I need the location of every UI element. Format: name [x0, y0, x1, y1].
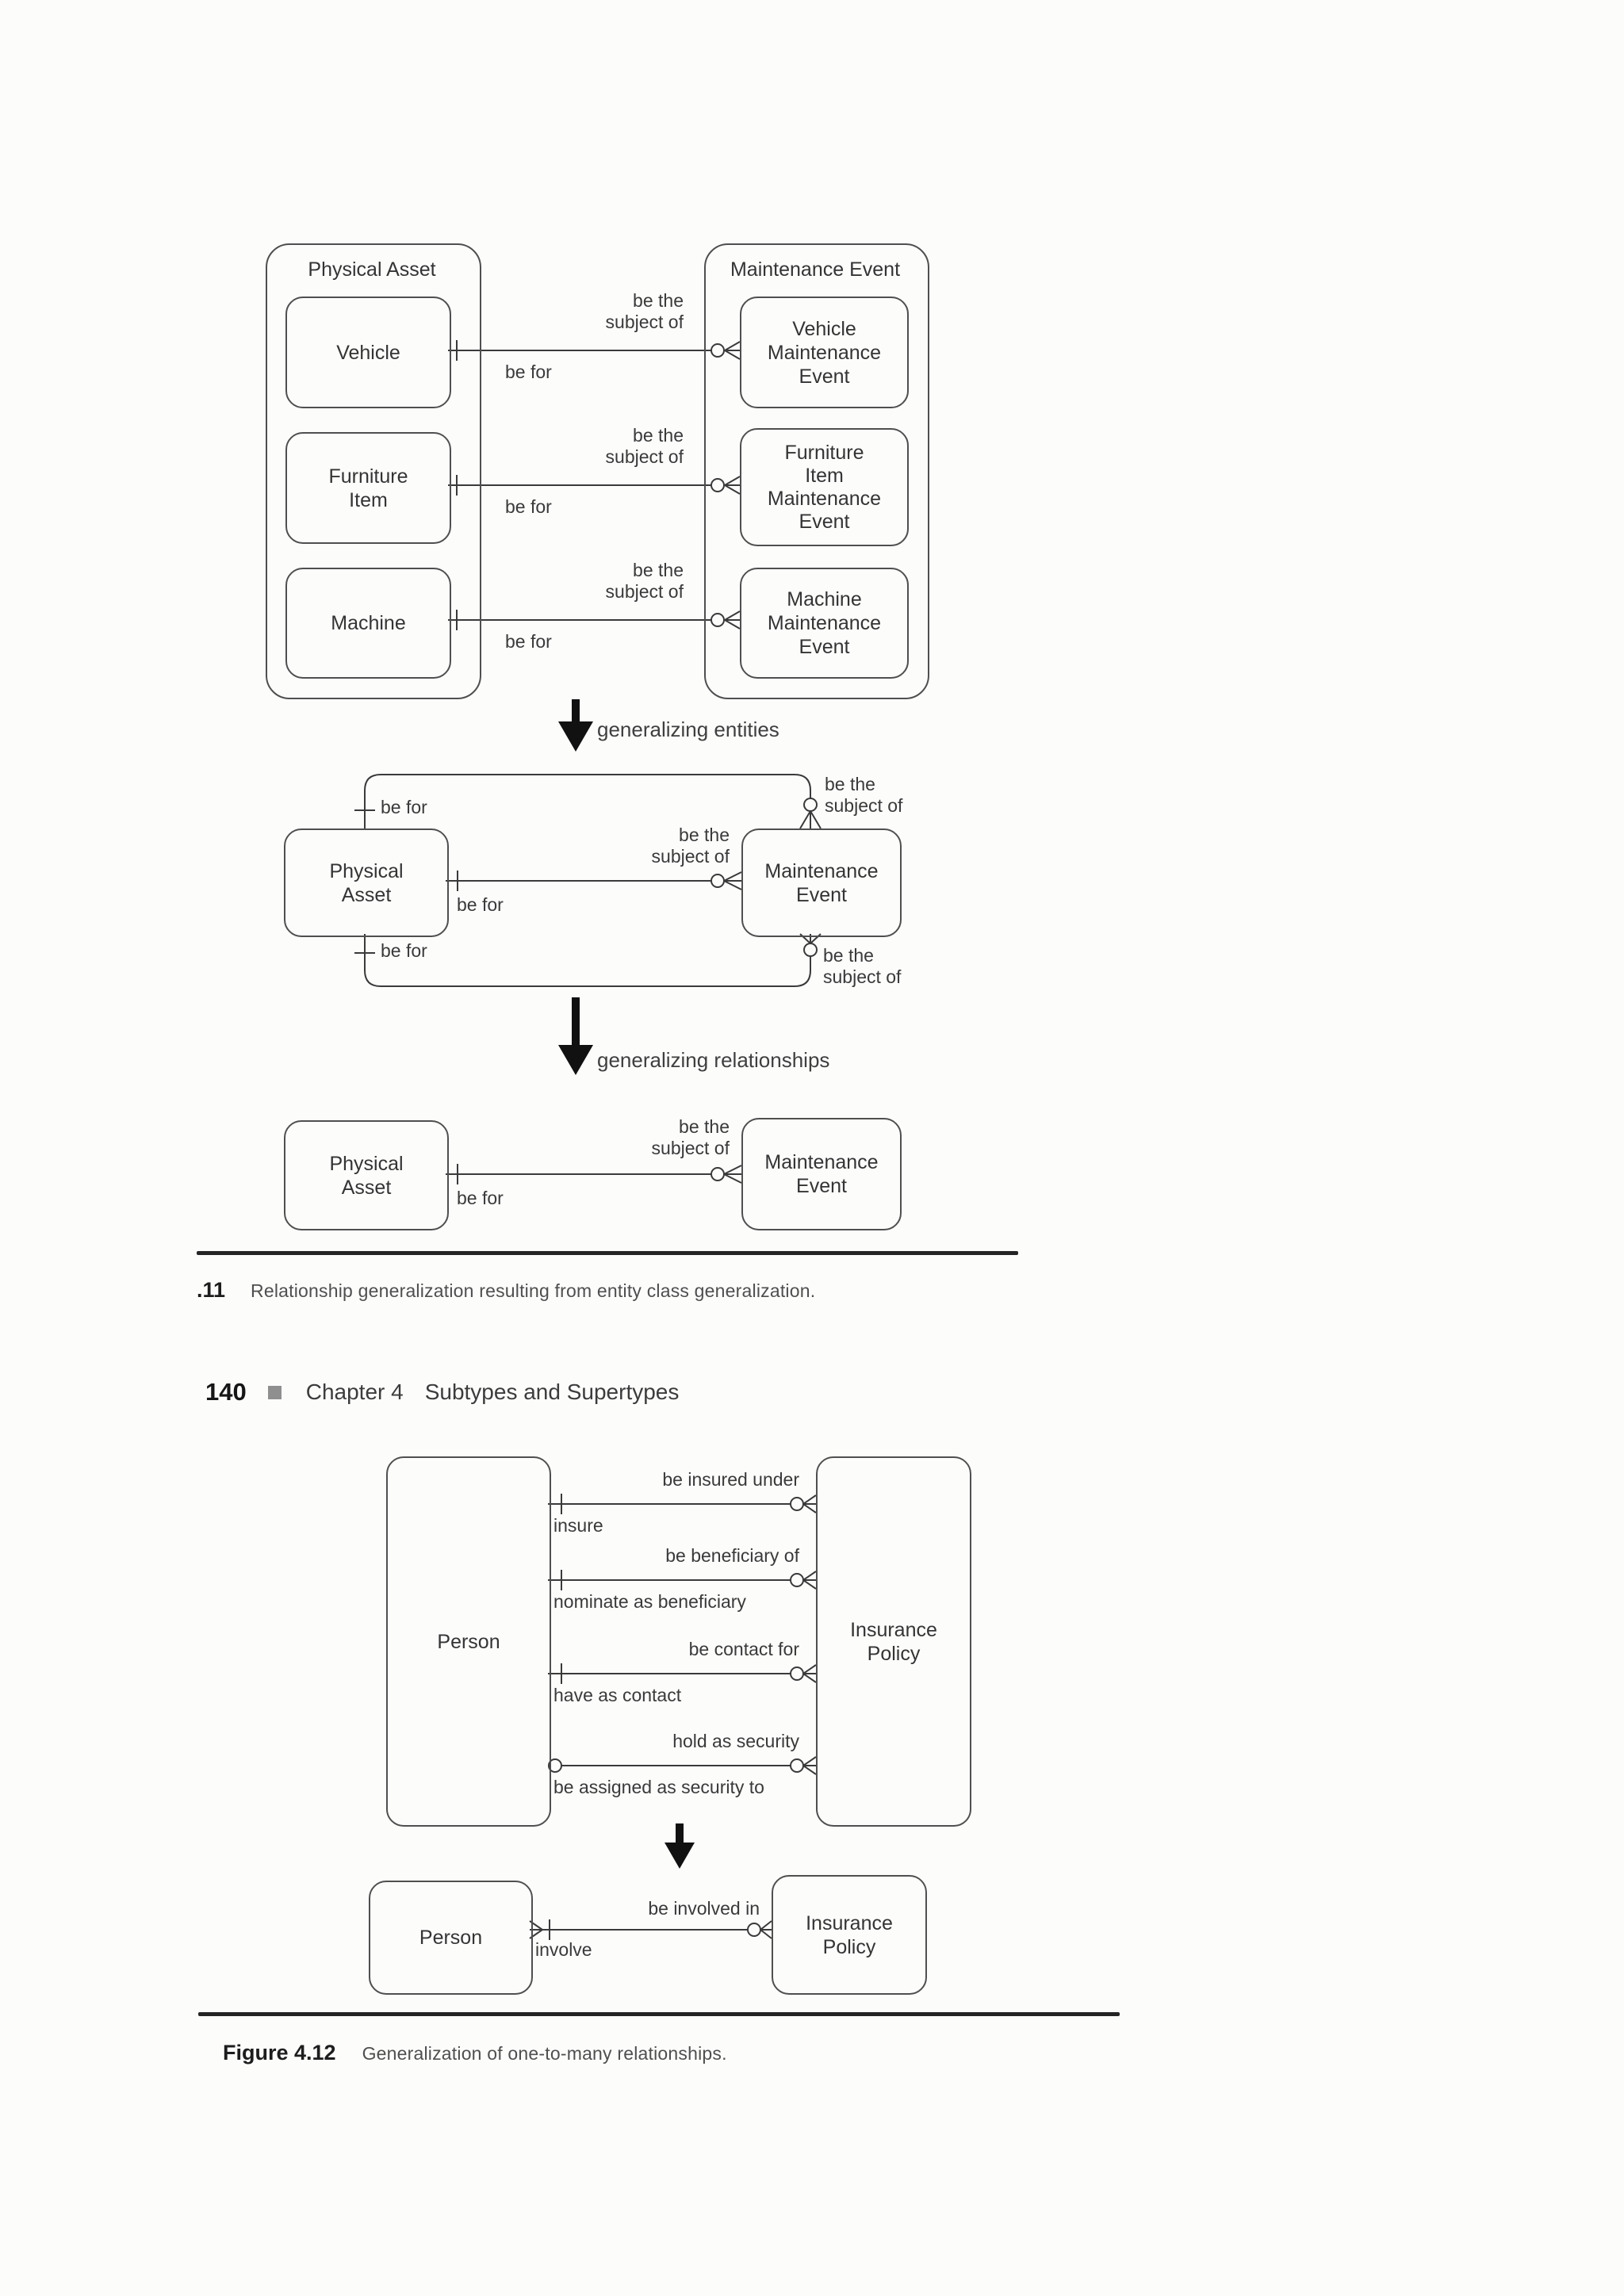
relationship-label: be involved in	[648, 1898, 760, 1919]
section-bullet-icon	[267, 1385, 282, 1399]
figure-4-11-caption-number: .11	[197, 1278, 226, 1302]
maintenance-event-container	[704, 243, 929, 699]
physical-asset-entity-box: Physical Asset	[284, 1120, 449, 1230]
physical-asset-container	[266, 243, 481, 699]
verb-label: be for	[505, 362, 552, 382]
figure-4-12-caption-number: Figure 4.12	[223, 2041, 336, 2064]
verb-label: be for	[381, 797, 427, 817]
figure-4-11-caption: .11 Relationship generalization resultin…	[197, 1278, 815, 1303]
figure-divider-rule	[197, 1251, 1018, 1255]
verb-label: be for	[381, 940, 427, 961]
insurance-policy-entity-box: Insurance Policy	[772, 1875, 927, 1995]
figure-4-12-caption: Figure 4.12 Generalization of one-to-man…	[223, 2041, 727, 2065]
cardinality-label: be the subject of	[605, 425, 684, 467]
cardinality-label: be the subject of	[651, 825, 730, 867]
insurance-policy-entity-box: Insurance Policy	[816, 1456, 971, 1827]
generalizing-entities-label: generalizing entities	[597, 718, 779, 741]
cardinality-label: be the subject of	[651, 1116, 730, 1158]
physical-asset-entity-box: Physical Asset	[284, 828, 449, 937]
relationship-label: involve	[535, 1939, 592, 1960]
down-arrow-icon	[558, 699, 593, 752]
relationship-label: be insured under	[662, 1469, 799, 1490]
machine-maintenance-event-entity-box: Machine Maintenance Event	[740, 568, 909, 679]
generalizing-relationships-label: generalizing relationships	[597, 1048, 830, 1072]
page-header: 140 Chapter 4 Subtypes and Supertypes	[205, 1378, 679, 1406]
relationship-label: hold as security	[672, 1731, 799, 1751]
person-entity-box: Person	[369, 1881, 533, 1995]
cardinality-label: be the subject of	[605, 290, 684, 332]
maintenance-event-entity-box: Maintenance Event	[741, 828, 902, 937]
physical-asset-container-title: Physical Asset	[308, 258, 436, 281]
fig412-bottom-connectors	[529, 1919, 772, 1940]
cardinality-label: be the subject of	[825, 774, 903, 816]
cardinality-label: be the subject of	[605, 560, 684, 602]
relationship-label: have as contact	[553, 1685, 682, 1705]
relationship-label: insure	[553, 1515, 603, 1536]
verb-label: be for	[505, 631, 552, 652]
page-number: 140	[205, 1378, 247, 1406]
chapter-label: Chapter 4	[305, 1380, 404, 1404]
vehicle-entity-box: Vehicle	[285, 297, 451, 408]
fig411-top-connectors	[448, 340, 741, 630]
maintenance-event-entity-box: Maintenance Event	[741, 1118, 902, 1230]
relationship-label: be beneficiary of	[665, 1545, 799, 1566]
fig411-bottom-connectors	[446, 1164, 742, 1184]
figure-4-12-caption-text: Generalization of one-to-many relationsh…	[362, 2043, 727, 2064]
person-entity-box: Person	[386, 1456, 551, 1827]
maintenance-event-container-title: Maintenance Event	[730, 258, 901, 281]
fig412-top-connectors	[548, 1494, 817, 1775]
relationship-label: nominate as beneficiary	[553, 1591, 746, 1612]
verb-label: be for	[505, 496, 552, 517]
machine-entity-box: Machine	[285, 568, 451, 679]
relationship-label: be assigned as security to	[553, 1777, 764, 1797]
transform-arrows	[558, 699, 695, 1869]
vehicle-maintenance-event-entity-box: Vehicle Maintenance Event	[740, 297, 909, 408]
cardinality-label: be the subject of	[823, 945, 902, 987]
verb-label: be for	[457, 1188, 504, 1208]
furniture-item-maintenance-event-entity-box: Furniture Item Maintenance Event	[740, 428, 909, 546]
furniture-item-entity-box: Furniture Item	[285, 432, 451, 544]
relationship-label: be contact for	[688, 1639, 799, 1659]
verb-label: be for	[457, 894, 504, 915]
down-arrow-icon	[558, 997, 593, 1075]
section-title: Subtypes and Supertypes	[424, 1380, 680, 1404]
figure-divider-rule	[198, 2012, 1120, 2016]
figure-4-11-caption-text: Relationship generalization resulting fr…	[251, 1280, 816, 1301]
down-arrow-icon	[665, 1823, 695, 1869]
